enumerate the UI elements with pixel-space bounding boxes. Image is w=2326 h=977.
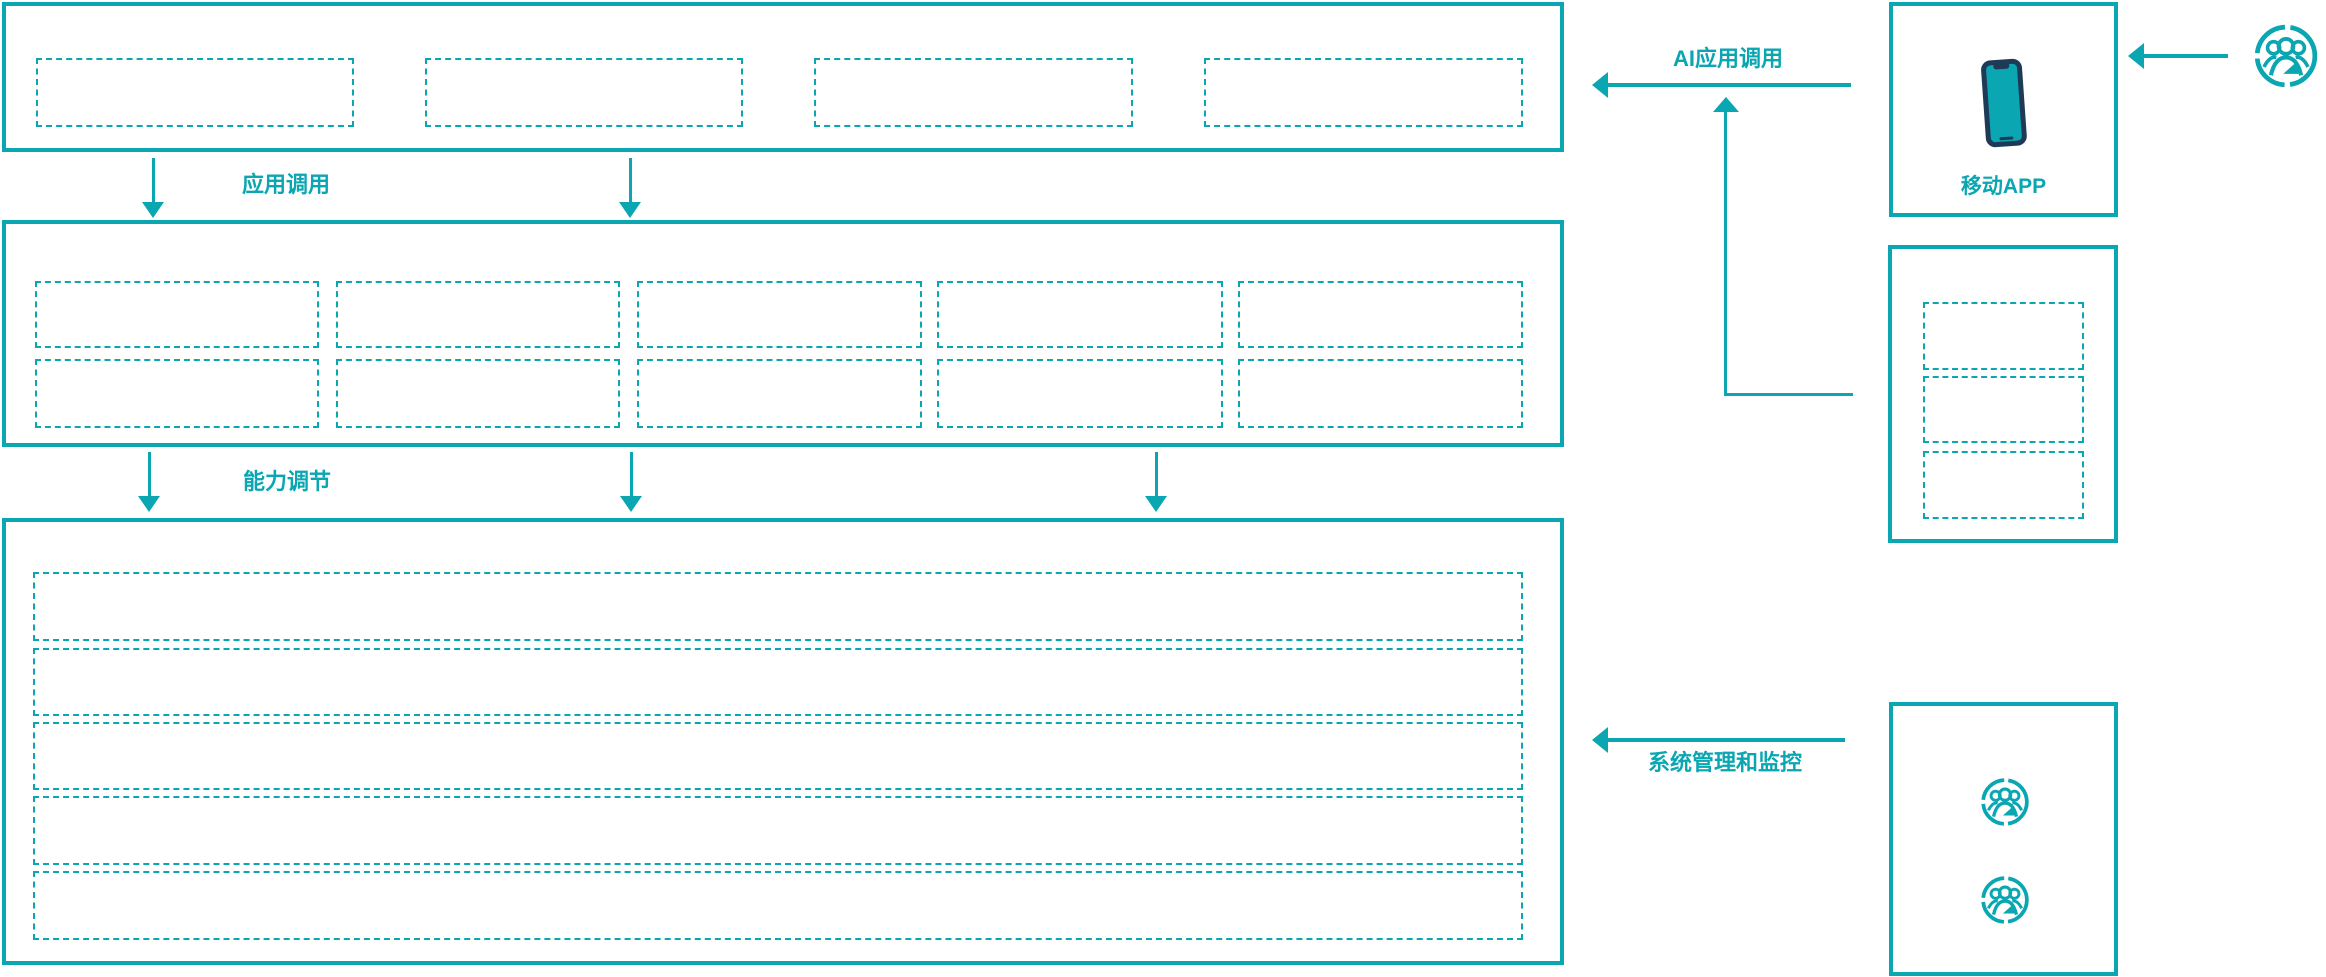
middle-placeholder-r1c2 xyxy=(336,281,620,348)
bottom-placeholder-4 xyxy=(33,796,1523,865)
ai-app-call-label: AI应用调用 xyxy=(1673,46,1784,71)
mobile-app-label: 移动APP xyxy=(1960,175,2047,198)
side-panel-placeholder-1 xyxy=(1923,302,2084,370)
arrow-capability-2 xyxy=(630,452,633,498)
side-panel-placeholder-3 xyxy=(1923,451,2084,519)
top-placeholder-3 xyxy=(814,58,1133,127)
arrow-capability-1-head xyxy=(138,496,160,512)
arrow-capability-1 xyxy=(148,452,151,498)
arrow-app-call-1 xyxy=(152,158,155,204)
arrow-user-to-app xyxy=(2142,54,2228,58)
middle-placeholder-r1c5 xyxy=(1238,281,1523,348)
middle-placeholder-r1c1 xyxy=(35,281,319,348)
top-placeholder-2 xyxy=(425,58,743,127)
arrow-app-call-2-head xyxy=(619,202,641,218)
middle-placeholder-r2c4 xyxy=(937,359,1223,428)
arrow-capability-2-head xyxy=(620,496,642,512)
arrow-app-call-2 xyxy=(629,158,632,204)
arrow-ai-app-call-head xyxy=(1592,72,1608,98)
middle-placeholder-r1c4 xyxy=(937,281,1223,348)
arrow-capability-3-head xyxy=(1145,496,1167,512)
users-icon xyxy=(2253,23,2319,94)
middle-placeholder-r2c5 xyxy=(1238,359,1523,428)
arrow-system-mgmt xyxy=(1606,738,1845,742)
system-mgmt-label: 系统管理和监控 xyxy=(1648,750,1803,775)
arrow-elbow-up-head xyxy=(1713,97,1739,112)
admin-users-box xyxy=(1889,702,2118,976)
elbow-vertical-line xyxy=(1724,110,1727,396)
bottom-placeholder-1 xyxy=(33,572,1523,641)
bottom-placeholder-5 xyxy=(33,871,1523,940)
arrow-user-to-app-head xyxy=(2128,43,2144,69)
app-call-label: 应用调用 xyxy=(242,172,331,197)
bottom-placeholder-3 xyxy=(33,722,1523,790)
elbow-horizontal-line xyxy=(1724,393,1853,396)
top-placeholder-4 xyxy=(1204,58,1523,127)
mobile-phone-icon xyxy=(1980,58,2028,155)
middle-placeholder-r2c2 xyxy=(336,359,620,428)
users-icon xyxy=(1980,875,2030,930)
users-icon xyxy=(1980,777,2030,832)
side-panel-placeholder-2 xyxy=(1923,376,2084,443)
arrow-app-call-1-head xyxy=(142,202,164,218)
capability-adjust-label: 能力调节 xyxy=(243,469,332,494)
middle-placeholder-r2c3 xyxy=(637,359,922,428)
arrow-system-mgmt-head xyxy=(1592,727,1608,753)
bottom-placeholder-2 xyxy=(33,648,1523,716)
arrow-capability-3 xyxy=(1155,452,1158,498)
top-placeholder-1 xyxy=(36,58,354,127)
middle-placeholder-r1c3 xyxy=(637,281,922,348)
arrow-ai-app-call xyxy=(1606,83,1851,87)
middle-placeholder-r2c1 xyxy=(35,359,319,428)
